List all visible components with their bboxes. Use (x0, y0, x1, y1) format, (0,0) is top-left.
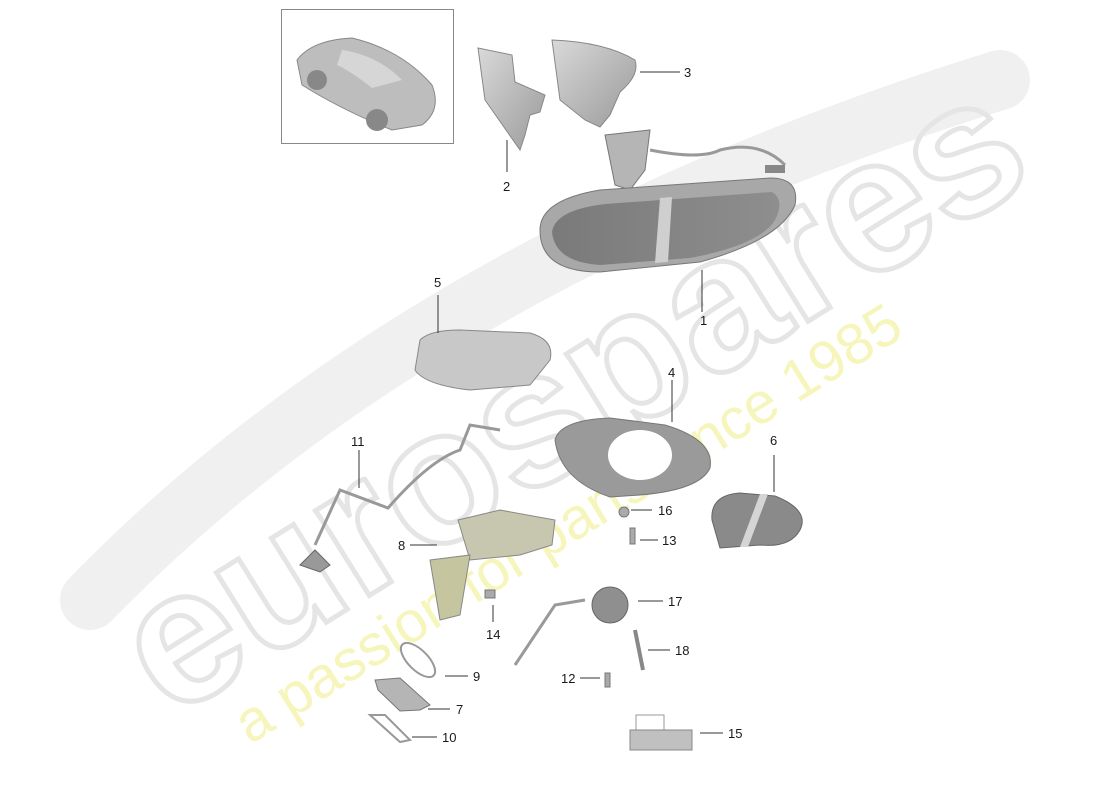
callout-7[interactable]: 7 (456, 702, 464, 717)
callout-18[interactable]: 18 (675, 643, 690, 658)
callout-12[interactable]: 12 (561, 671, 576, 686)
part-7-base-seal[interactable] (374, 677, 450, 712)
part-1-rear-view-mirror[interactable] (539, 177, 797, 312)
part-2-cover-left[interactable] (477, 47, 546, 172)
callout-4[interactable]: 4 (668, 365, 676, 380)
part-8-adjuster-motor[interactable] (410, 509, 556, 621)
callout-17[interactable]: 17 (668, 594, 683, 609)
callout-5[interactable]: 5 (434, 275, 442, 290)
part-14-screw[interactable] (484, 589, 496, 622)
car-icon (296, 37, 436, 131)
watermark: eurospares a passion for parts since 198… (60, 30, 1063, 757)
part-3-cover-right[interactable] (551, 39, 680, 128)
callout-1[interactable]: 1 (700, 313, 708, 328)
part-11-wiring-harness[interactable] (299, 423, 501, 573)
callout-10[interactable]: 10 (442, 730, 457, 745)
part-10-gasket-lower[interactable] (367, 714, 437, 744)
callout-9[interactable]: 9 (473, 669, 481, 684)
part-6-mirror-glass[interactable] (711, 455, 803, 549)
part-13-screw[interactable] (629, 527, 658, 545)
part-4-housing-frame[interactable] (554, 380, 711, 498)
car-overview-thumbnail (281, 9, 454, 144)
part-17-fold-motor[interactable] (513, 586, 663, 666)
callout-14[interactable]: 14 (486, 627, 501, 642)
svg-text:eurospares: eurospares (79, 32, 1060, 755)
callout-3[interactable]: 3 (684, 65, 692, 80)
callout-16[interactable]: 16 (658, 503, 673, 518)
callout-15[interactable]: 15 (728, 726, 743, 741)
part-18-bolt[interactable] (633, 629, 670, 671)
part-1-mount-cable (604, 129, 787, 191)
callout-2[interactable]: 2 (503, 179, 511, 194)
part-5-mirror-cap[interactable] (414, 295, 552, 391)
part-12-screw[interactable] (580, 672, 611, 688)
part-15-clip-light[interactable] (629, 714, 723, 751)
callout-8[interactable]: 8 (398, 538, 406, 553)
part-16-nut[interactable] (618, 506, 652, 518)
callout-6[interactable]: 6 (770, 433, 778, 448)
callout-13[interactable]: 13 (662, 533, 677, 548)
callout-11[interactable]: 11 (351, 434, 365, 449)
part-9-gasket-upper[interactable] (395, 637, 468, 682)
